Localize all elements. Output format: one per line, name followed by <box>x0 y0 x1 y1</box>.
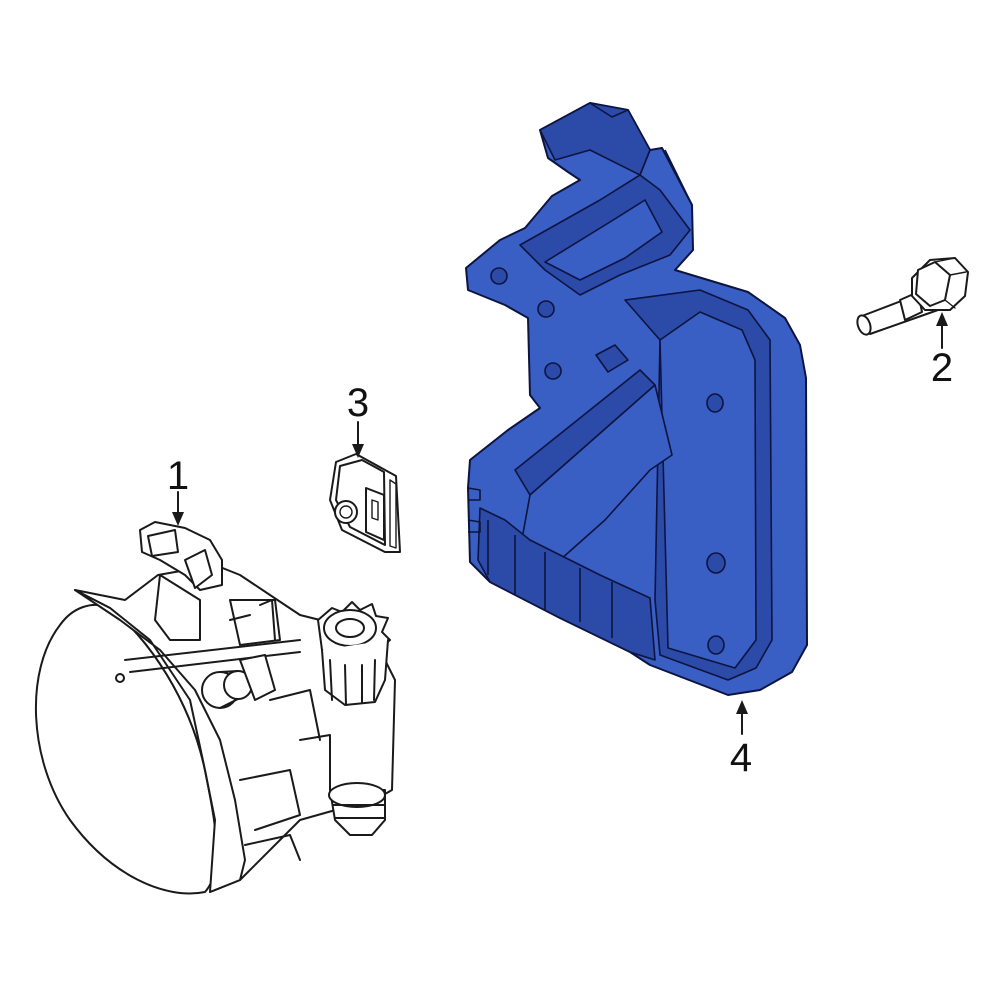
leader-4 <box>736 700 748 735</box>
mounting-bracket-part[interactable] <box>465 102 808 696</box>
callout-3: 3 <box>346 381 370 425</box>
leader-1 <box>172 491 184 526</box>
clip-part[interactable] <box>329 453 401 553</box>
bolt-part[interactable] <box>855 257 969 336</box>
leader-2 <box>936 312 948 349</box>
callout-4: 4 <box>729 736 753 780</box>
callout-1: 1 <box>166 454 190 498</box>
fog-lamp-part[interactable] <box>34 521 396 895</box>
callout-2: 2 <box>930 346 954 390</box>
leader-3 <box>352 421 364 458</box>
